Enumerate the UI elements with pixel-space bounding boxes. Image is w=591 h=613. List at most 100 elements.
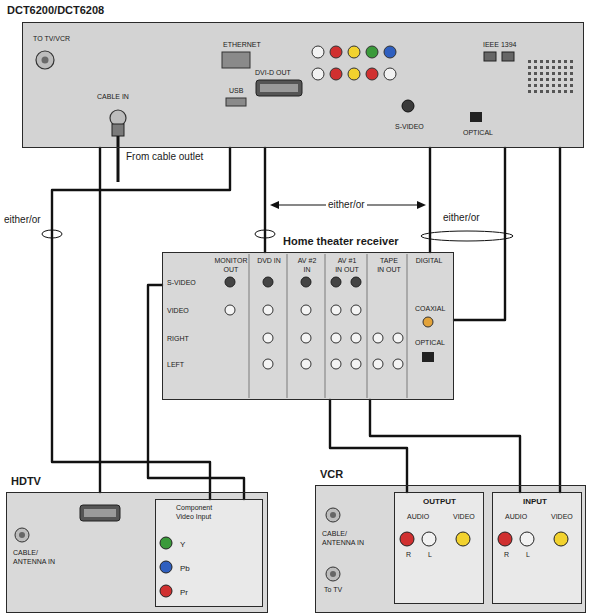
either-or-ring (421, 231, 513, 241)
text-slot: USB (229, 87, 243, 96)
coax-pin (19, 532, 25, 538)
text-slot: CABLE/ ANTENNA IN (13, 549, 61, 566)
text-slot: ETHERNET (223, 41, 261, 50)
text-slot: DVI-D OUT (255, 69, 291, 78)
cable (52, 148, 230, 499)
text-slot: R (504, 551, 509, 560)
port-label: MONITOR OUT (213, 257, 249, 274)
port-label: L (428, 551, 432, 560)
rca-jack (554, 532, 568, 546)
port-label: DIGITAL (411, 257, 447, 266)
device-heading: Home theater receiver (283, 235, 399, 248)
ethernet-port (222, 52, 250, 68)
callout-label: either/or (4, 214, 41, 226)
text-slot: AUDIO (505, 513, 527, 522)
component-jack (160, 585, 172, 597)
port-label: COAXIAL (415, 305, 445, 314)
text-slot: MONITOR OUT (213, 257, 249, 274)
text-slot: R (406, 551, 411, 560)
port-label: S-VIDEO (167, 279, 196, 288)
receiver-panel: Home theater receiverMONITOR OUTDVD INAV… (162, 252, 454, 400)
coax-jack (36, 51, 54, 69)
rca-jack (348, 46, 360, 58)
port-label: OPTICAL (463, 129, 493, 138)
rca-jack (384, 68, 396, 80)
port-label: INPUT (523, 497, 547, 507)
text-slot: From cable outlet (126, 151, 203, 163)
port-label: R (504, 551, 509, 560)
s-video-jack (402, 100, 414, 112)
coax-jack (326, 567, 340, 581)
text-slot: VCR (320, 468, 343, 481)
rca-jack (373, 333, 383, 343)
rca-jack (301, 333, 311, 343)
coax-pin (330, 512, 336, 518)
rca-jack (312, 68, 324, 80)
dvi-pins (84, 509, 116, 517)
port-label: DVD IN (251, 257, 287, 266)
text-slot: DIGITAL (411, 257, 447, 266)
ieee1394-port (502, 52, 514, 61)
rca-jack (384, 46, 396, 58)
node-fill (155, 499, 263, 607)
cable (99, 148, 101, 492)
cable (559, 148, 561, 492)
component-jack (160, 561, 172, 573)
arrow-head (270, 201, 279, 209)
cable (264, 148, 266, 252)
rca-jack (351, 333, 361, 343)
coax-jack (326, 508, 340, 522)
port-label: Component Video Input (176, 504, 226, 521)
rca-jack (330, 46, 342, 58)
coax-cable (117, 136, 120, 182)
callout-label: From cable outlet (126, 151, 203, 163)
s-video-jack (225, 277, 235, 287)
port-label: LEFT (167, 361, 184, 370)
set-top-box: DCT6200/DCT6208TO TV/VCRCABLE INETHERNET… (22, 22, 584, 148)
port-label: USB (229, 87, 243, 96)
device-heading: DCT6200/DCT6208 (7, 4, 104, 17)
dvi-pins (260, 84, 298, 92)
ieee1394-port (484, 52, 496, 61)
text-slot: OUTPUT (423, 497, 456, 507)
port-label: Pr (180, 588, 188, 598)
text-slot: L (526, 551, 530, 560)
text-slot: Component Video Input (176, 504, 226, 521)
arrow-head (417, 201, 426, 209)
text-slot: RIGHT (167, 335, 189, 344)
node-fill (394, 492, 484, 604)
port-label: OPTICAL (415, 339, 445, 348)
hdtv-panel: Component Video InputYPbPrHDTVCABLE/ ANT… (6, 492, 268, 613)
port-label: VIDEO (167, 307, 189, 316)
text-slot: VIDEO (167, 307, 189, 316)
rca-jack (331, 333, 341, 343)
dvi-port (256, 80, 302, 96)
rca-jack (263, 305, 273, 315)
text-slot: either/or (443, 212, 480, 224)
rca-jack (312, 46, 324, 58)
text-slot: Y (180, 540, 185, 550)
text-slot: AV #1 IN OUT (334, 257, 360, 274)
text-slot: S-VIDEO (395, 123, 424, 132)
port-label: RIGHT (167, 335, 189, 344)
port-label: S-VIDEO (395, 123, 424, 132)
component-input-panel: Component Video InputYPbPr (155, 499, 263, 607)
rca-jack (225, 305, 235, 315)
component-jack (160, 537, 172, 549)
text-slot: IEEE 1394 (483, 41, 516, 50)
port-label: DVI-D OUT (255, 69, 291, 78)
text-slot: AUDIO (407, 513, 429, 522)
s-video-jack (331, 277, 341, 287)
port-label: IEEE 1394 (483, 41, 516, 50)
text-slot: To TV (324, 586, 342, 595)
device-heading: VCR (320, 468, 343, 481)
rca-jack (498, 532, 512, 546)
port-label: TAPE IN OUT (376, 257, 402, 274)
node-fill (492, 492, 582, 604)
port-label: VIDEO (551, 513, 573, 522)
text-slot: Pr (180, 588, 188, 598)
text-slot: DCT6200/DCT6208 (7, 4, 104, 17)
